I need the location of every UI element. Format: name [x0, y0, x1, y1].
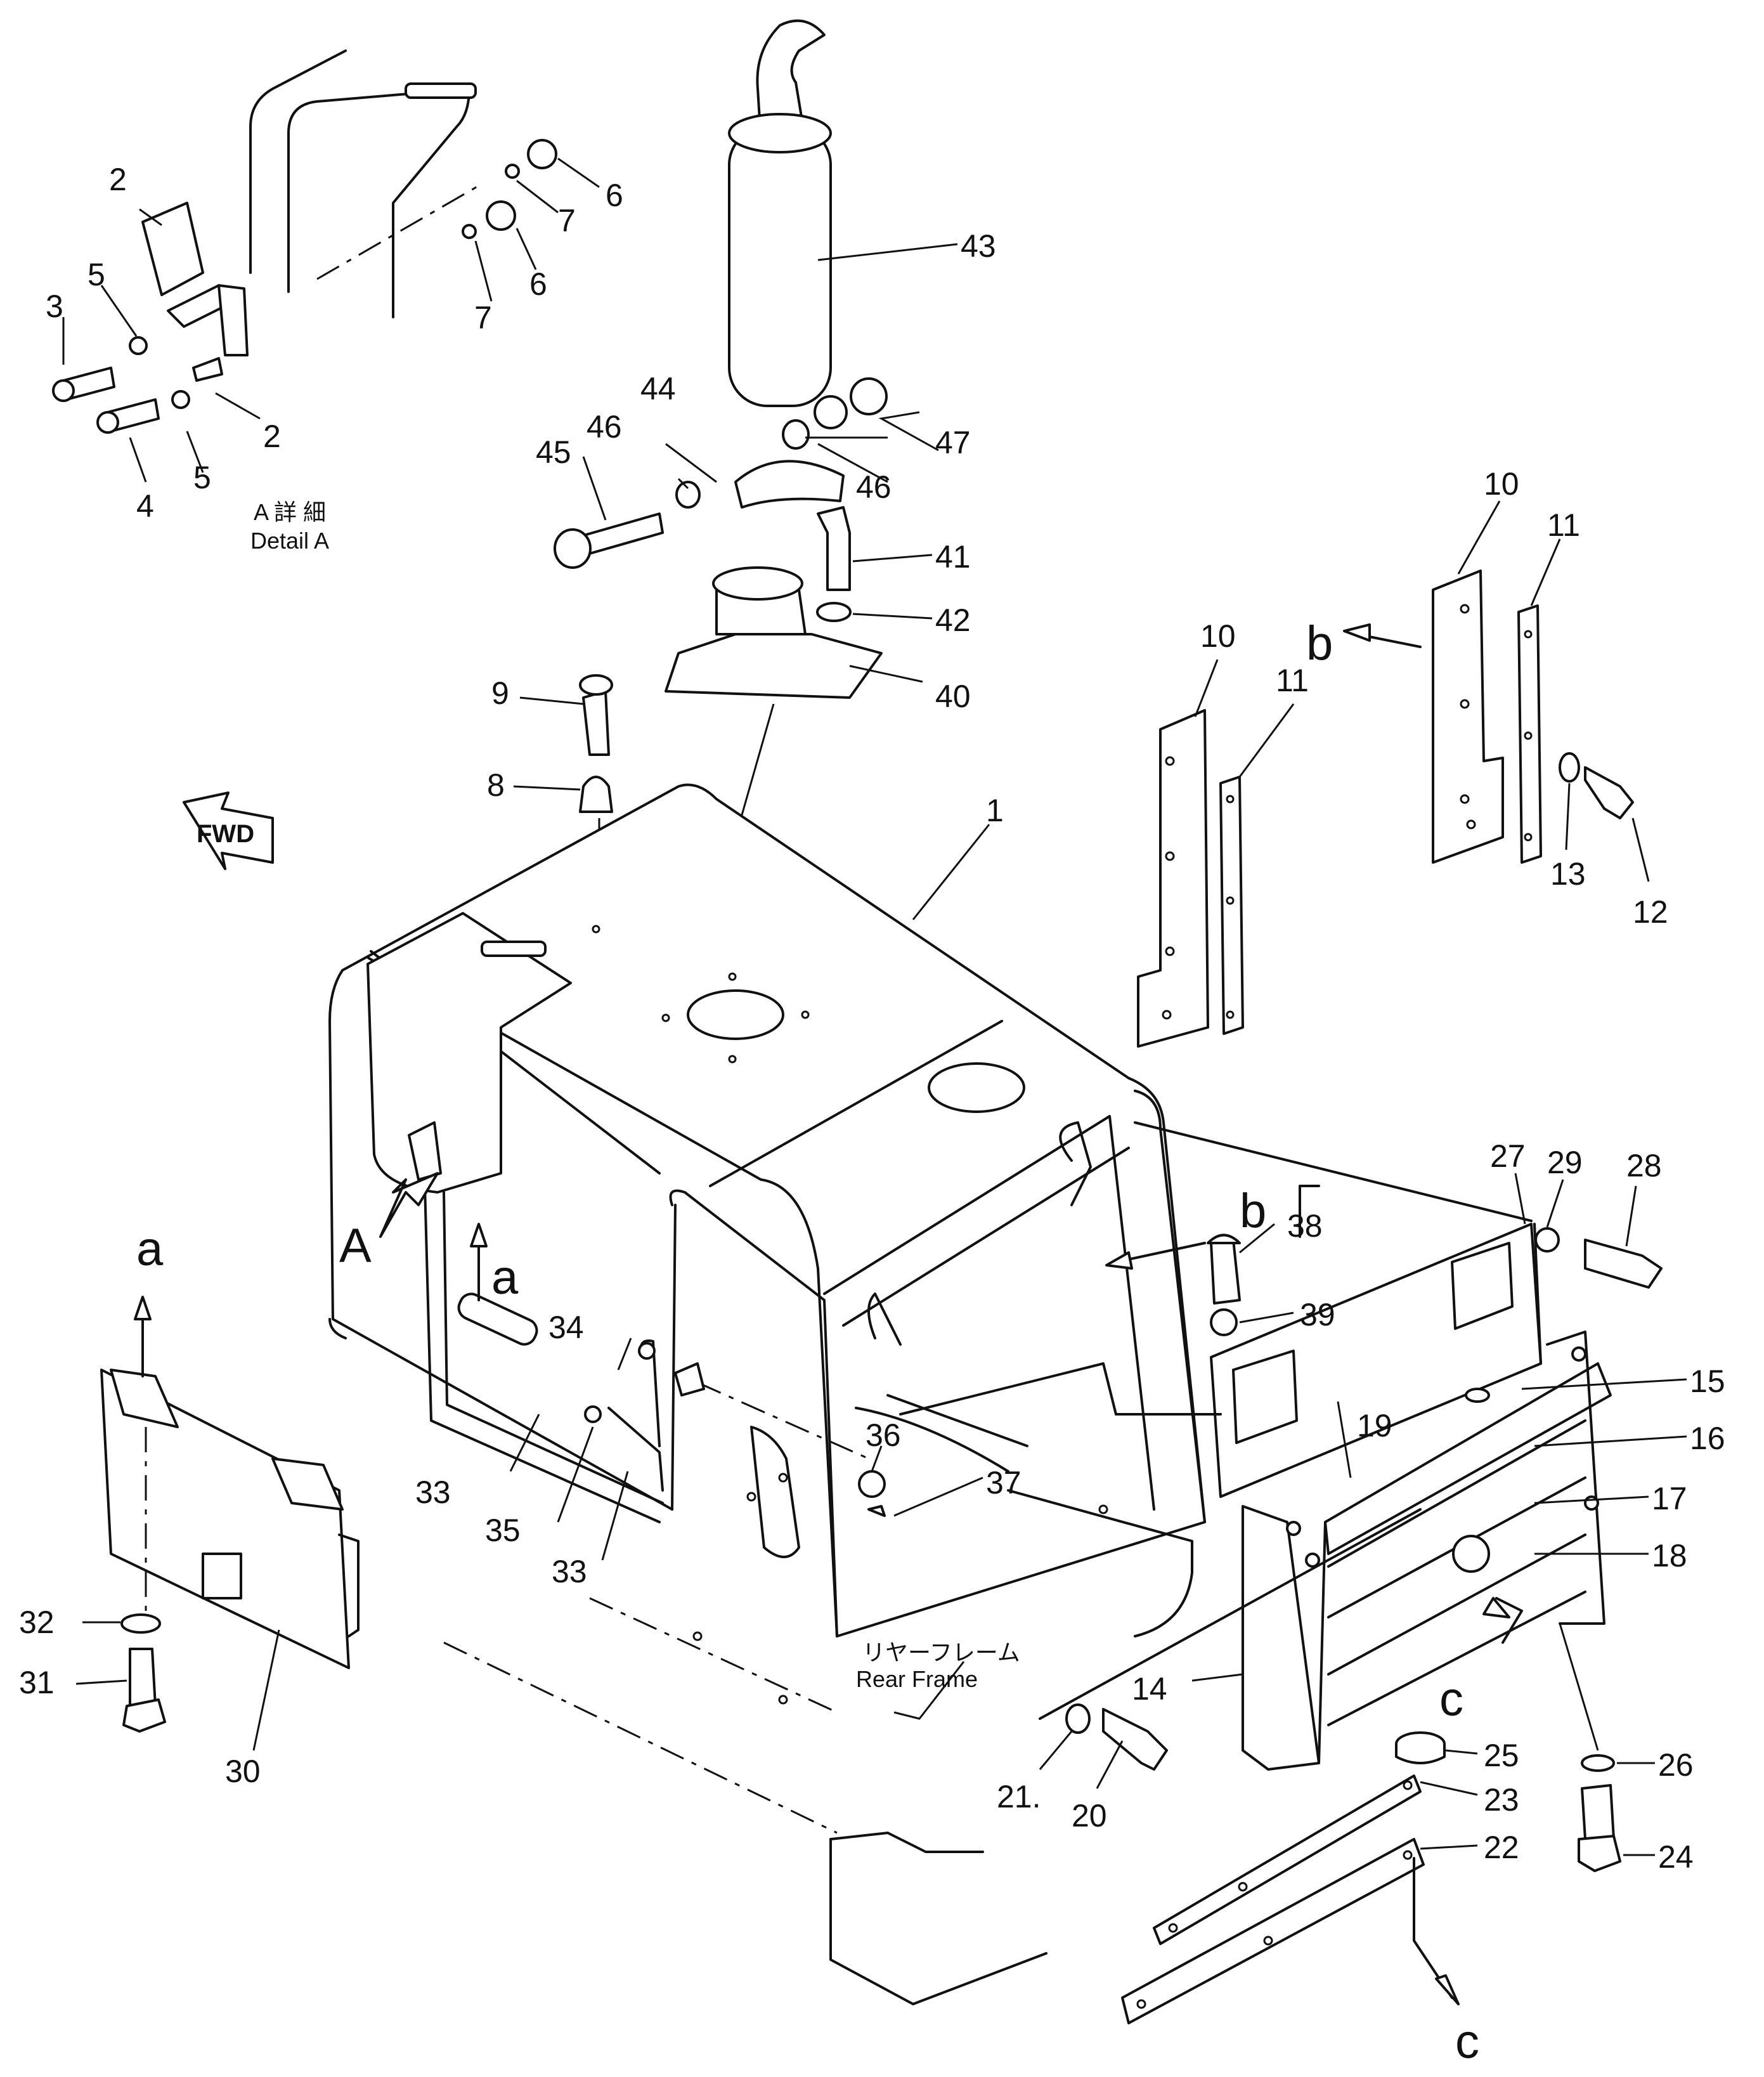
ref-letter-a-door: a — [136, 1222, 164, 1276]
callout-25: 25 — [1484, 1738, 1519, 1773]
callout-20: 20 — [1072, 1798, 1107, 1833]
callout-2-lower: 2 — [263, 419, 281, 454]
rear-frame: リヤーフレーム Rear Frame — [443, 1489, 1193, 2005]
callout-29: 29 — [1547, 1145, 1583, 1180]
engine-hood — [328, 783, 1206, 1638]
callout-26: 26 — [1658, 1747, 1694, 1783]
side-plates-10-11 — [1137, 500, 1650, 1048]
callout-45: 45 — [536, 434, 571, 470]
callout-2-upper: 2 — [109, 162, 127, 197]
callout-33-left: 33 — [415, 1475, 451, 1510]
detail-a-en: Detail A — [250, 528, 329, 554]
callout-36: 36 — [866, 1417, 901, 1453]
callout-21: 21. — [997, 1779, 1041, 1814]
detail-a-jp: A 詳 細 — [254, 499, 326, 525]
detail-a-inset — [52, 49, 600, 483]
bolt-20-washer-21 — [1039, 1703, 1168, 1789]
callout-7-upper: 7 — [558, 203, 576, 238]
callout-8: 8 — [487, 767, 505, 803]
callout-6-upper: 6 — [606, 178, 623, 213]
callout-22: 22 — [1484, 1830, 1519, 1865]
ref-letter-b-top: b — [1306, 616, 1333, 670]
callout-11-left: 11 — [1276, 663, 1309, 698]
callout-37: 37 — [986, 1465, 1021, 1501]
ref-letter-c-bottom: c — [1455, 2015, 1479, 2069]
part-number-callouts: 1 2 2 3 4 5 5 6 6 7 7 8 9 10 10 11 11 12… — [19, 162, 1725, 1875]
callout-12: 12 — [1633, 894, 1668, 930]
callout-41: 41 — [935, 539, 971, 575]
side-door-30 — [75, 1296, 360, 1751]
callout-10-right: 10 — [1484, 466, 1519, 502]
callout-39: 39 — [1300, 1297, 1335, 1332]
callout-42: 42 — [935, 602, 971, 638]
callout-16: 16 — [1690, 1421, 1725, 1456]
callout-27: 27 — [1490, 1138, 1526, 1174]
callout-17: 17 — [1652, 1481, 1687, 1516]
callout-35: 35 — [485, 1513, 521, 1548]
forward-arrow: FWD — [183, 791, 274, 870]
callout-47: 47 — [935, 425, 971, 460]
callout-43: 43 — [961, 228, 996, 264]
callout-46-right: 46 — [856, 469, 892, 505]
callout-13: 13 — [1550, 856, 1586, 892]
bottom-plates-22-23 — [1121, 1731, 1478, 2024]
radiator-guard-14-18 — [1039, 1331, 1687, 1872]
callout-5-upper: 5 — [88, 257, 105, 292]
callout-10-left: 10 — [1200, 618, 1236, 654]
ref-letter-A: A — [339, 1219, 372, 1273]
callout-19: 19 — [1357, 1408, 1392, 1443]
callout-3: 3 — [46, 289, 63, 324]
callout-40: 40 — [935, 679, 971, 714]
callout-32: 32 — [19, 1605, 55, 1640]
callout-14: 14 — [1132, 1671, 1167, 1707]
ref-letter-c-guard: c — [1439, 1672, 1463, 1726]
callout-34: 34 — [548, 1310, 584, 1345]
grille-panel-27 — [1115, 1121, 1663, 1498]
rear-frame-jp-label: リヤーフレーム — [862, 1639, 1020, 1665]
callout-5-lower: 5 — [193, 460, 211, 495]
callout-46-left: 46 — [587, 409, 622, 445]
callout-30: 30 — [225, 1754, 261, 1789]
ref-letter-b-mid: b — [1240, 1184, 1266, 1238]
callout-15: 15 — [1690, 1364, 1725, 1399]
fwd-label: FWD — [197, 820, 254, 848]
callout-38: 38 — [1287, 1208, 1323, 1244]
reference-letters: A a a b b c c — [136, 616, 1479, 2069]
callout-23: 23 — [1484, 1782, 1519, 1818]
ref-letter-a-hood: a — [491, 1251, 519, 1305]
callout-24: 24 — [1658, 1839, 1694, 1875]
callout-1: 1 — [986, 793, 1004, 828]
callout-33-right: 33 — [552, 1554, 587, 1589]
detail-a-caption: A 詳 細 Detail A — [250, 499, 329, 554]
callout-6-lower: 6 — [529, 266, 547, 302]
callout-11-right: 11 — [1547, 507, 1580, 543]
callout-28: 28 — [1626, 1148, 1662, 1183]
rear-frame-en-label: Rear Frame — [856, 1666, 978, 1692]
exhaust-stack-assembly — [554, 19, 958, 1009]
callout-44: 44 — [640, 371, 676, 407]
callout-9: 9 — [491, 675, 509, 711]
callout-4: 4 — [136, 488, 154, 524]
callout-18: 18 — [1652, 1538, 1687, 1573]
reference-markers — [379, 623, 1422, 1301]
callout-31: 31 — [19, 1665, 55, 1700]
callout-7-lower: 7 — [474, 300, 492, 335]
latch-parts-33-35 — [509, 1338, 983, 1561]
